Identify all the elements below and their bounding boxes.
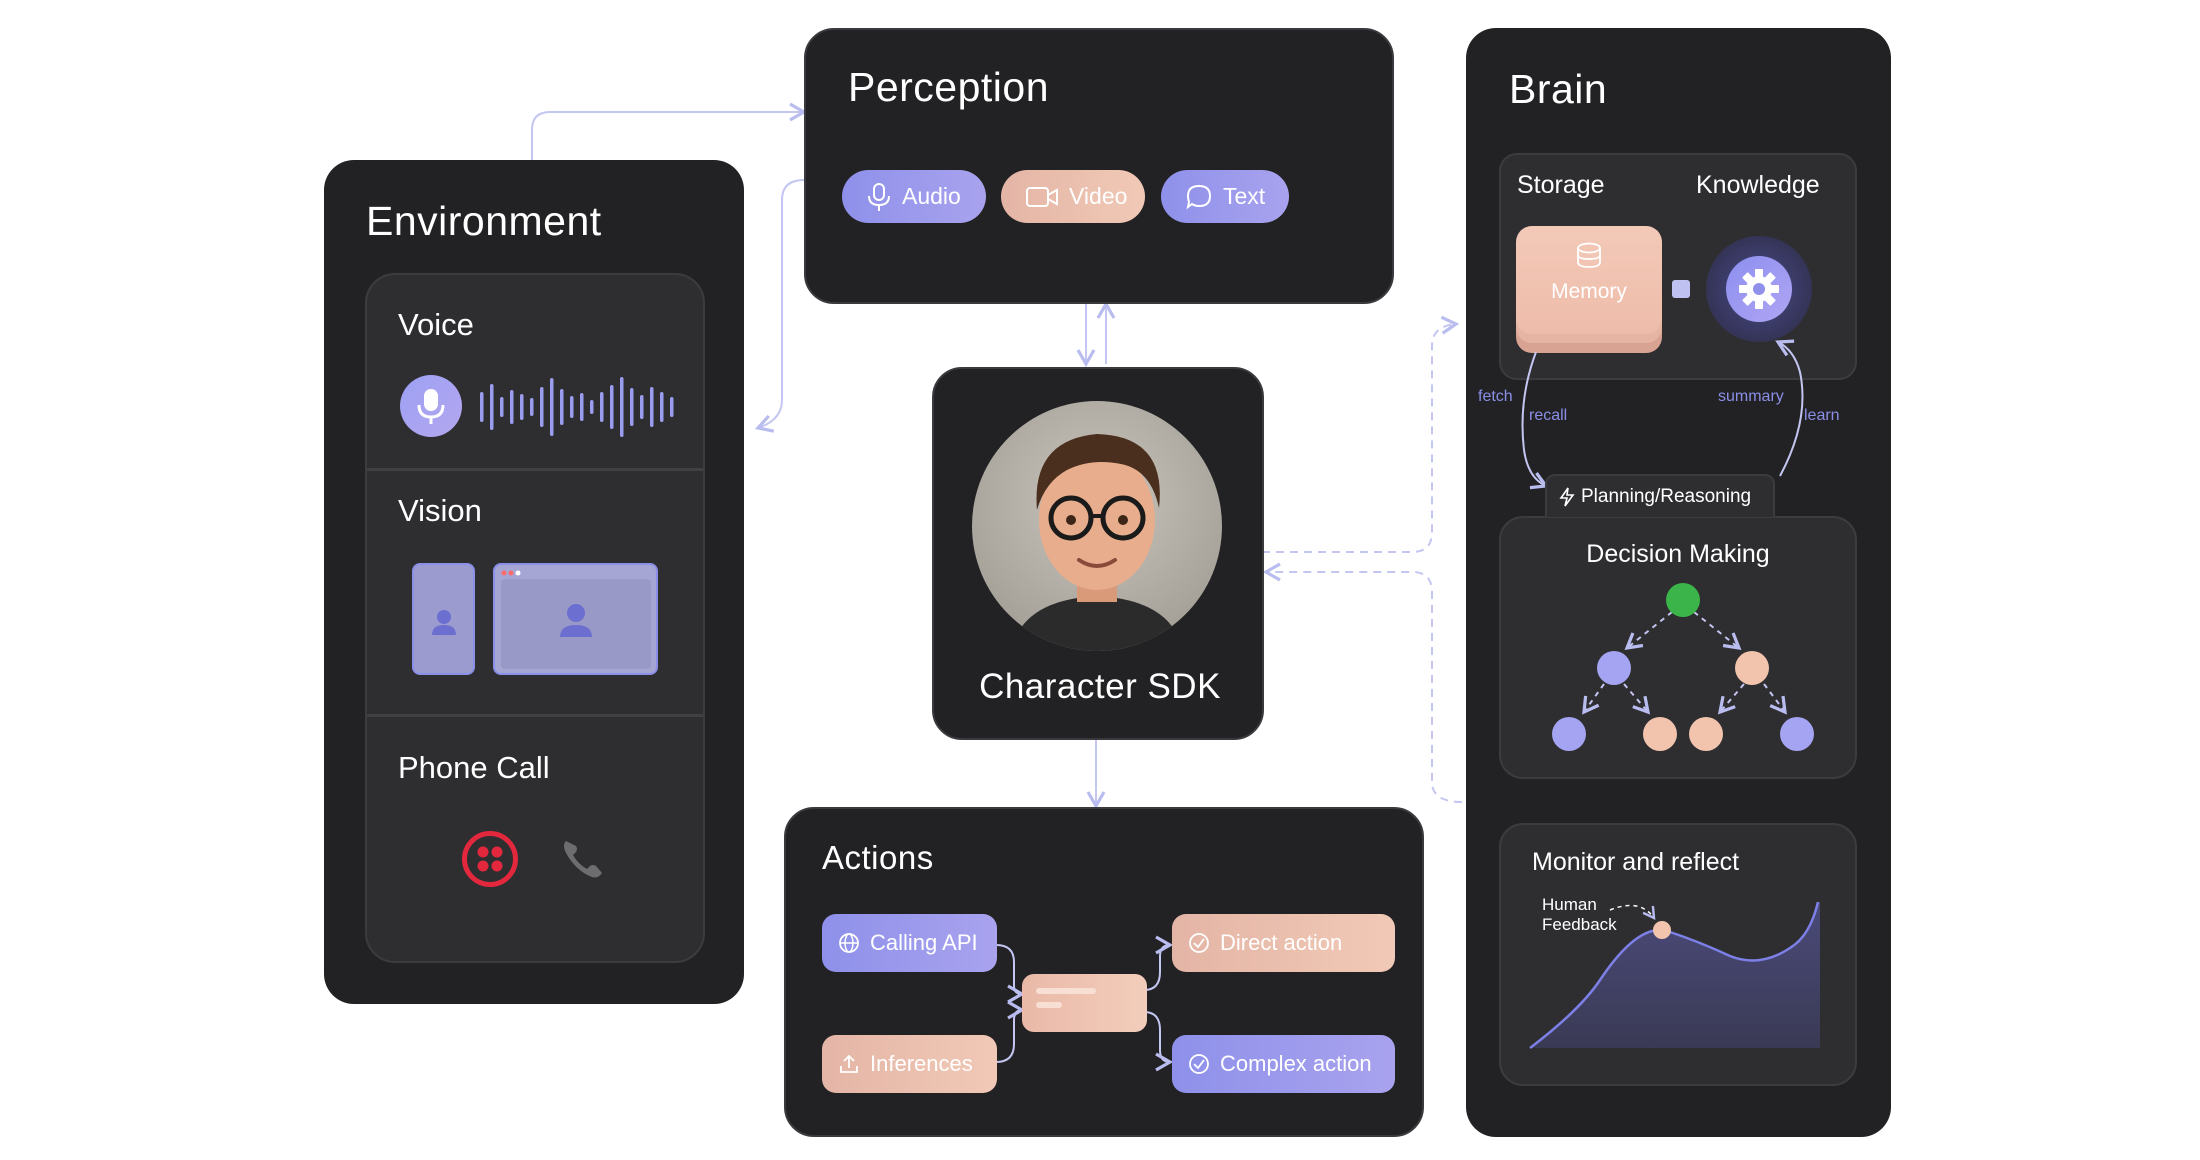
direct-action-chip[interactable]: Direct action <box>1172 914 1395 972</box>
waveform-bar <box>530 398 534 416</box>
monitor-reflect-title: Monitor and reflect <box>1532 848 1740 876</box>
fetch-label: fetch <box>1478 388 1513 405</box>
waveform-bar <box>480 392 484 422</box>
waveform-bar <box>660 392 664 422</box>
audio-label: Audio <box>902 183 961 209</box>
placeholder-bar <box>1036 1002 1062 1008</box>
microphone-icon <box>868 182 890 211</box>
waveform-bar <box>580 393 584 421</box>
audio-pill[interactable]: Audio <box>842 170 986 223</box>
perception-panel: Perception <box>804 28 1394 304</box>
human-feedback-label-2: Feedback <box>1542 915 1617 934</box>
chat-bubble-icon <box>1186 184 1212 209</box>
perception-title: Perception <box>848 64 1050 110</box>
audio-waveform-icon <box>480 377 674 437</box>
calling-api-label: Calling API <box>870 930 978 955</box>
divider <box>367 468 703 471</box>
waveform-bar <box>640 395 644 419</box>
waveform-bar <box>550 378 554 436</box>
waveform-bar <box>670 397 674 417</box>
character-sdk-title: Character SDK <box>979 667 1221 706</box>
learn-label: learn <box>1804 407 1840 424</box>
environment-title: Environment <box>366 198 602 244</box>
tree-node <box>1643 717 1677 751</box>
memory-card[interactable]: Memory <box>1516 226 1662 334</box>
desktop-window-icon <box>493 563 658 675</box>
tree-node <box>1689 717 1723 751</box>
vision-label: Vision <box>398 493 482 528</box>
inferences-chip[interactable]: Inferences <box>822 1035 997 1093</box>
waveform-bar <box>590 400 594 414</box>
tree-node <box>1552 717 1586 751</box>
mobile-window-icon <box>412 563 475 675</box>
direct-action-label: Direct action <box>1220 930 1343 955</box>
placeholder-bar <box>1036 988 1096 994</box>
decision-making-title: Decision Making <box>1586 540 1770 568</box>
gear-icon <box>1739 269 1779 309</box>
voice-microphone-button[interactable] <box>400 375 462 437</box>
waveform-bar <box>540 387 544 427</box>
person-icon <box>501 570 651 669</box>
video-pill[interactable]: Video <box>1001 170 1145 223</box>
text-pill[interactable]: Text <box>1161 170 1289 223</box>
character-avatar <box>972 401 1222 651</box>
twilio-logo-icon[interactable] <box>462 831 518 887</box>
storage-label: Storage <box>1517 171 1605 199</box>
phone-icon[interactable] <box>558 833 608 883</box>
waveform-bar <box>650 387 654 427</box>
actions-title: Actions <box>822 839 934 876</box>
text-label: Text <box>1223 183 1266 209</box>
knowledge-orb[interactable] <box>1706 236 1812 342</box>
check-circle-icon <box>1189 933 1209 953</box>
video-camera-icon <box>1026 186 1058 207</box>
upload-icon <box>840 1054 858 1073</box>
waveform-bar <box>560 389 564 425</box>
waveform-bar <box>520 394 524 420</box>
waveform-bar <box>500 397 504 417</box>
summary-label: summary <box>1718 388 1784 405</box>
planning-reasoning-tag: Planning/Reasoning <box>1545 474 1775 517</box>
complex-action-chip[interactable]: Complex action <box>1172 1035 1395 1093</box>
microphone-icon <box>417 389 445 424</box>
voice-label: Voice <box>398 307 474 342</box>
calling-api-chip[interactable]: Calling API <box>822 914 997 972</box>
waveform-bar <box>490 384 494 430</box>
database-icon <box>1577 242 1601 268</box>
inferences-label: Inferences <box>870 1051 973 1076</box>
divider <box>367 714 703 717</box>
globe-icon <box>839 933 859 953</box>
root-node <box>1666 583 1700 617</box>
sync-icon <box>1672 280 1690 298</box>
planning-label: Planning/Reasoning <box>1581 485 1752 507</box>
video-label: Video <box>1069 183 1128 209</box>
waveform-bar <box>630 388 634 426</box>
waveform-bar <box>510 390 514 424</box>
waveform-bar <box>610 385 614 429</box>
brain-title: Brain <box>1509 66 1608 112</box>
waveform-bar <box>620 377 624 437</box>
tree-node <box>1597 651 1631 685</box>
action-hub-node <box>1022 974 1147 1032</box>
memory-label: Memory <box>1551 280 1627 303</box>
waveform-bar <box>570 396 574 418</box>
person-icon <box>432 610 456 635</box>
phone-call-label: Phone Call <box>398 750 550 785</box>
waveform-bar <box>600 392 604 422</box>
human-feedback-label-1: Human <box>1542 895 1597 914</box>
tree-node <box>1735 651 1769 685</box>
check-circle-icon <box>1189 1054 1209 1074</box>
lightning-icon <box>1559 487 1575 506</box>
knowledge-label: Knowledge <box>1696 171 1820 199</box>
recall-label: recall <box>1529 407 1568 424</box>
complex-action-label: Complex action <box>1220 1051 1372 1076</box>
tree-node <box>1780 717 1814 751</box>
feedback-point <box>1653 921 1671 939</box>
